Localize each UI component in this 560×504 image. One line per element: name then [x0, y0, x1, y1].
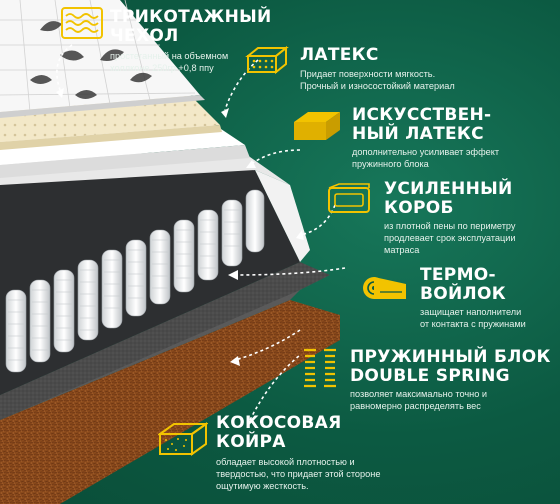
- feature-title: УСИЛЕННЫЙ КОРОБ: [384, 179, 513, 218]
- latex-icon: [245, 45, 289, 75]
- feature-title: ЛАТЕКС: [300, 45, 379, 65]
- felt-layer: [0, 262, 330, 420]
- spring-block: [0, 170, 300, 395]
- feature-title: ПРУЖИННЫЙ БЛОК DOUBLE SPRING: [350, 347, 551, 386]
- quilted-cover: [0, 0, 205, 118]
- felt-roll-icon: [363, 277, 406, 299]
- feature-description: позволяет максимально точно и равномерно…: [350, 389, 488, 411]
- feature-description: защищает наполнители от контакта с пружи…: [420, 307, 526, 329]
- mattress-cross-section: [0, 0, 340, 504]
- feature-title: ТЕРМО- ВОЙЛОК: [420, 265, 506, 304]
- reinforced-box-icon: [328, 183, 370, 213]
- feature-description: простеганный на объемном холлконе 250гр …: [110, 51, 229, 73]
- feature-description: дополнительно усиливает эффект пружинног…: [352, 147, 500, 169]
- feature-description: Придает поверхности мягкость. Прочный и …: [300, 69, 455, 91]
- feature-title: ТРИКОТАЖНЫЙ ЧЕХОЛ: [110, 7, 272, 46]
- feature-title: КОКОСОВАЯ КОЙРА: [216, 413, 342, 452]
- feature-description: обладает высокой плотностью и твердостью…: [216, 457, 381, 491]
- feature-title: ИСКУССТВЕН- НЫЙ ЛАТЕКС: [352, 105, 492, 144]
- feature-description: из плотной пены по периметру продлевает …: [384, 221, 516, 255]
- artificial-latex-icon: [294, 112, 340, 140]
- spring-icon: [304, 348, 336, 388]
- coconut-coir-icon: [158, 422, 208, 456]
- knitted-cover-icon: [61, 7, 103, 39]
